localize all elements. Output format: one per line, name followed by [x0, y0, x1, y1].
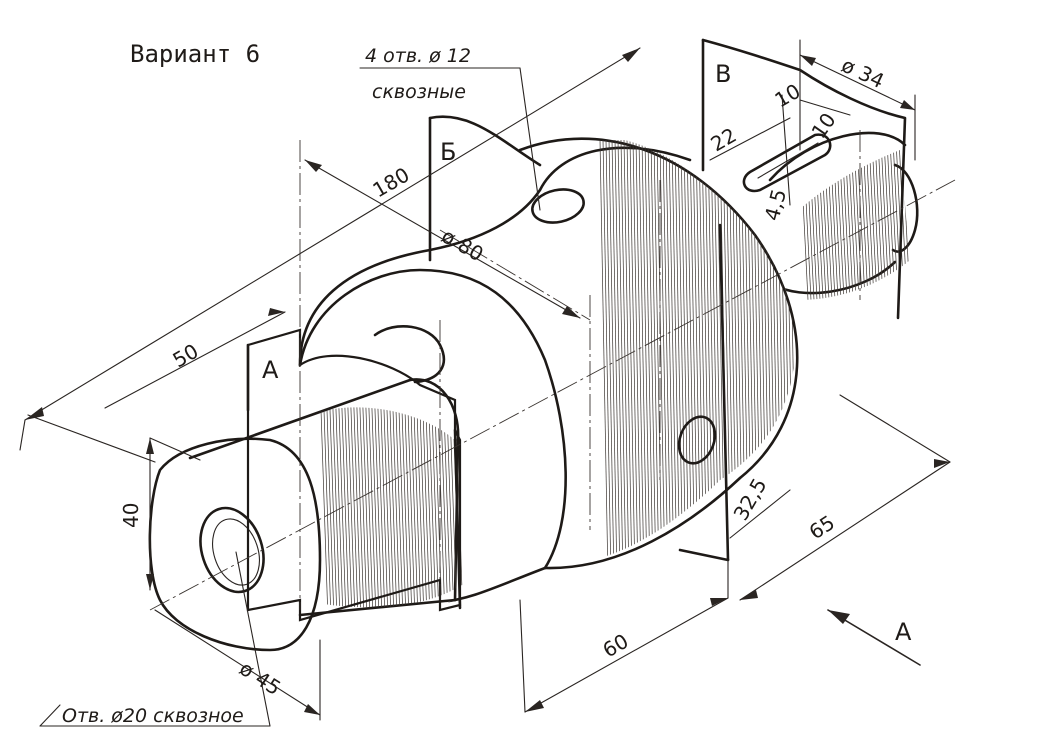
- shading-line: [346, 407, 356, 608]
- shading-line: [650, 139, 660, 564]
- shading-line: [355, 407, 365, 608]
- section-label-b: Б: [440, 138, 456, 166]
- shading-line: [331, 407, 341, 608]
- shading-line: [403, 407, 413, 608]
- holes-note-line1: 4 отв. ø 12: [365, 45, 471, 67]
- shading-line: [400, 407, 410, 608]
- shading-line: [656, 139, 666, 564]
- holes-note-line2: сквозные: [372, 81, 466, 103]
- flange-hole-bottom: [677, 415, 717, 465]
- shading-line: [868, 150, 878, 300]
- shading-line: [319, 407, 329, 608]
- dimension-lines: [19, 39, 951, 727]
- shading-line: [653, 139, 663, 564]
- shading-line: [406, 407, 416, 608]
- shading-line: [638, 139, 648, 564]
- dim-40: 40: [119, 503, 143, 528]
- shading-line: [343, 407, 353, 608]
- shading-line: [683, 139, 693, 564]
- shading-line: [620, 139, 630, 564]
- shading-line: [358, 407, 368, 608]
- shading-line: [337, 407, 347, 608]
- section-label-a: А: [262, 356, 279, 384]
- shading-line: [382, 407, 392, 608]
- shading-line: [391, 407, 401, 608]
- shading-line: [599, 139, 609, 564]
- shading-line: [349, 407, 359, 608]
- shading-line: [614, 139, 624, 564]
- view-label-a: А: [895, 618, 912, 646]
- dim-10-a: 10: [771, 79, 805, 113]
- shading-line: [674, 139, 684, 564]
- shading-line: [376, 407, 386, 608]
- shading-line: [662, 139, 672, 564]
- shading-line: [680, 139, 690, 564]
- shading-line: [608, 139, 618, 564]
- shading-line: [415, 407, 425, 608]
- shading-line: [370, 407, 380, 608]
- shading-line: [647, 139, 657, 564]
- shading-line: [340, 407, 350, 608]
- shading-line: [367, 407, 377, 608]
- shading-line: [865, 150, 875, 300]
- shading-line: [641, 139, 651, 564]
- shading-line: [373, 407, 383, 608]
- dim-65: 65: [805, 510, 839, 544]
- shading-line: [328, 407, 338, 608]
- shading-line: [862, 150, 872, 300]
- shading-line: [671, 139, 681, 564]
- dim-d34: ø 34: [838, 53, 888, 93]
- dim-50: 50: [169, 339, 203, 373]
- shading-line: [623, 139, 633, 564]
- shading-line: [602, 139, 612, 564]
- shading-line: [665, 139, 675, 564]
- shading-line: [617, 139, 627, 564]
- shading-line: [364, 407, 374, 608]
- flange-hole-top: [531, 188, 585, 224]
- shading-line: [605, 139, 615, 564]
- shading-line: [632, 139, 642, 564]
- dim-60: 60: [599, 629, 633, 663]
- shading-line: [379, 407, 389, 608]
- variant-title: Вариант 6: [130, 40, 260, 68]
- shading-line: [394, 407, 404, 608]
- section-label-v: В: [715, 60, 731, 88]
- shading-line: [880, 150, 890, 300]
- shading-line: [397, 407, 407, 608]
- bore-note: Отв. ø20 сквозное: [62, 705, 244, 727]
- shading-line: [361, 407, 371, 608]
- shading-line: [626, 139, 636, 564]
- shading-line: [877, 150, 887, 300]
- shading-line: [883, 150, 893, 300]
- shading-line: [668, 139, 678, 564]
- arrowheads: [25, 48, 950, 715]
- shading-line: [388, 407, 398, 608]
- keyway-slot: [742, 133, 832, 193]
- shading-line: [325, 407, 335, 608]
- view-arrow-a: А: [827, 609, 921, 666]
- shading-line: [412, 407, 422, 608]
- shading-line: [629, 139, 639, 564]
- dim-d45: ø 45: [235, 656, 285, 700]
- shading-line: [635, 139, 645, 564]
- shading-line: [874, 150, 884, 300]
- dim-180: 180: [369, 162, 414, 202]
- shading-line: [418, 407, 428, 608]
- shading-line: [871, 150, 881, 300]
- shading-line: [677, 139, 687, 564]
- shading-line: [385, 407, 395, 608]
- shading-line: [659, 139, 669, 564]
- shading-line: [611, 139, 621, 564]
- shading-line: [334, 407, 344, 608]
- dim-22: 22: [707, 123, 741, 157]
- bore-hole: [199, 506, 265, 594]
- shading-line: [644, 139, 654, 564]
- shading-line: [409, 407, 419, 608]
- center-lines: [149, 130, 956, 611]
- shading-line: [322, 407, 332, 608]
- shading-line: [352, 407, 362, 608]
- part-body: [148, 131, 920, 652]
- section-plane-b: Б: [428, 115, 542, 262]
